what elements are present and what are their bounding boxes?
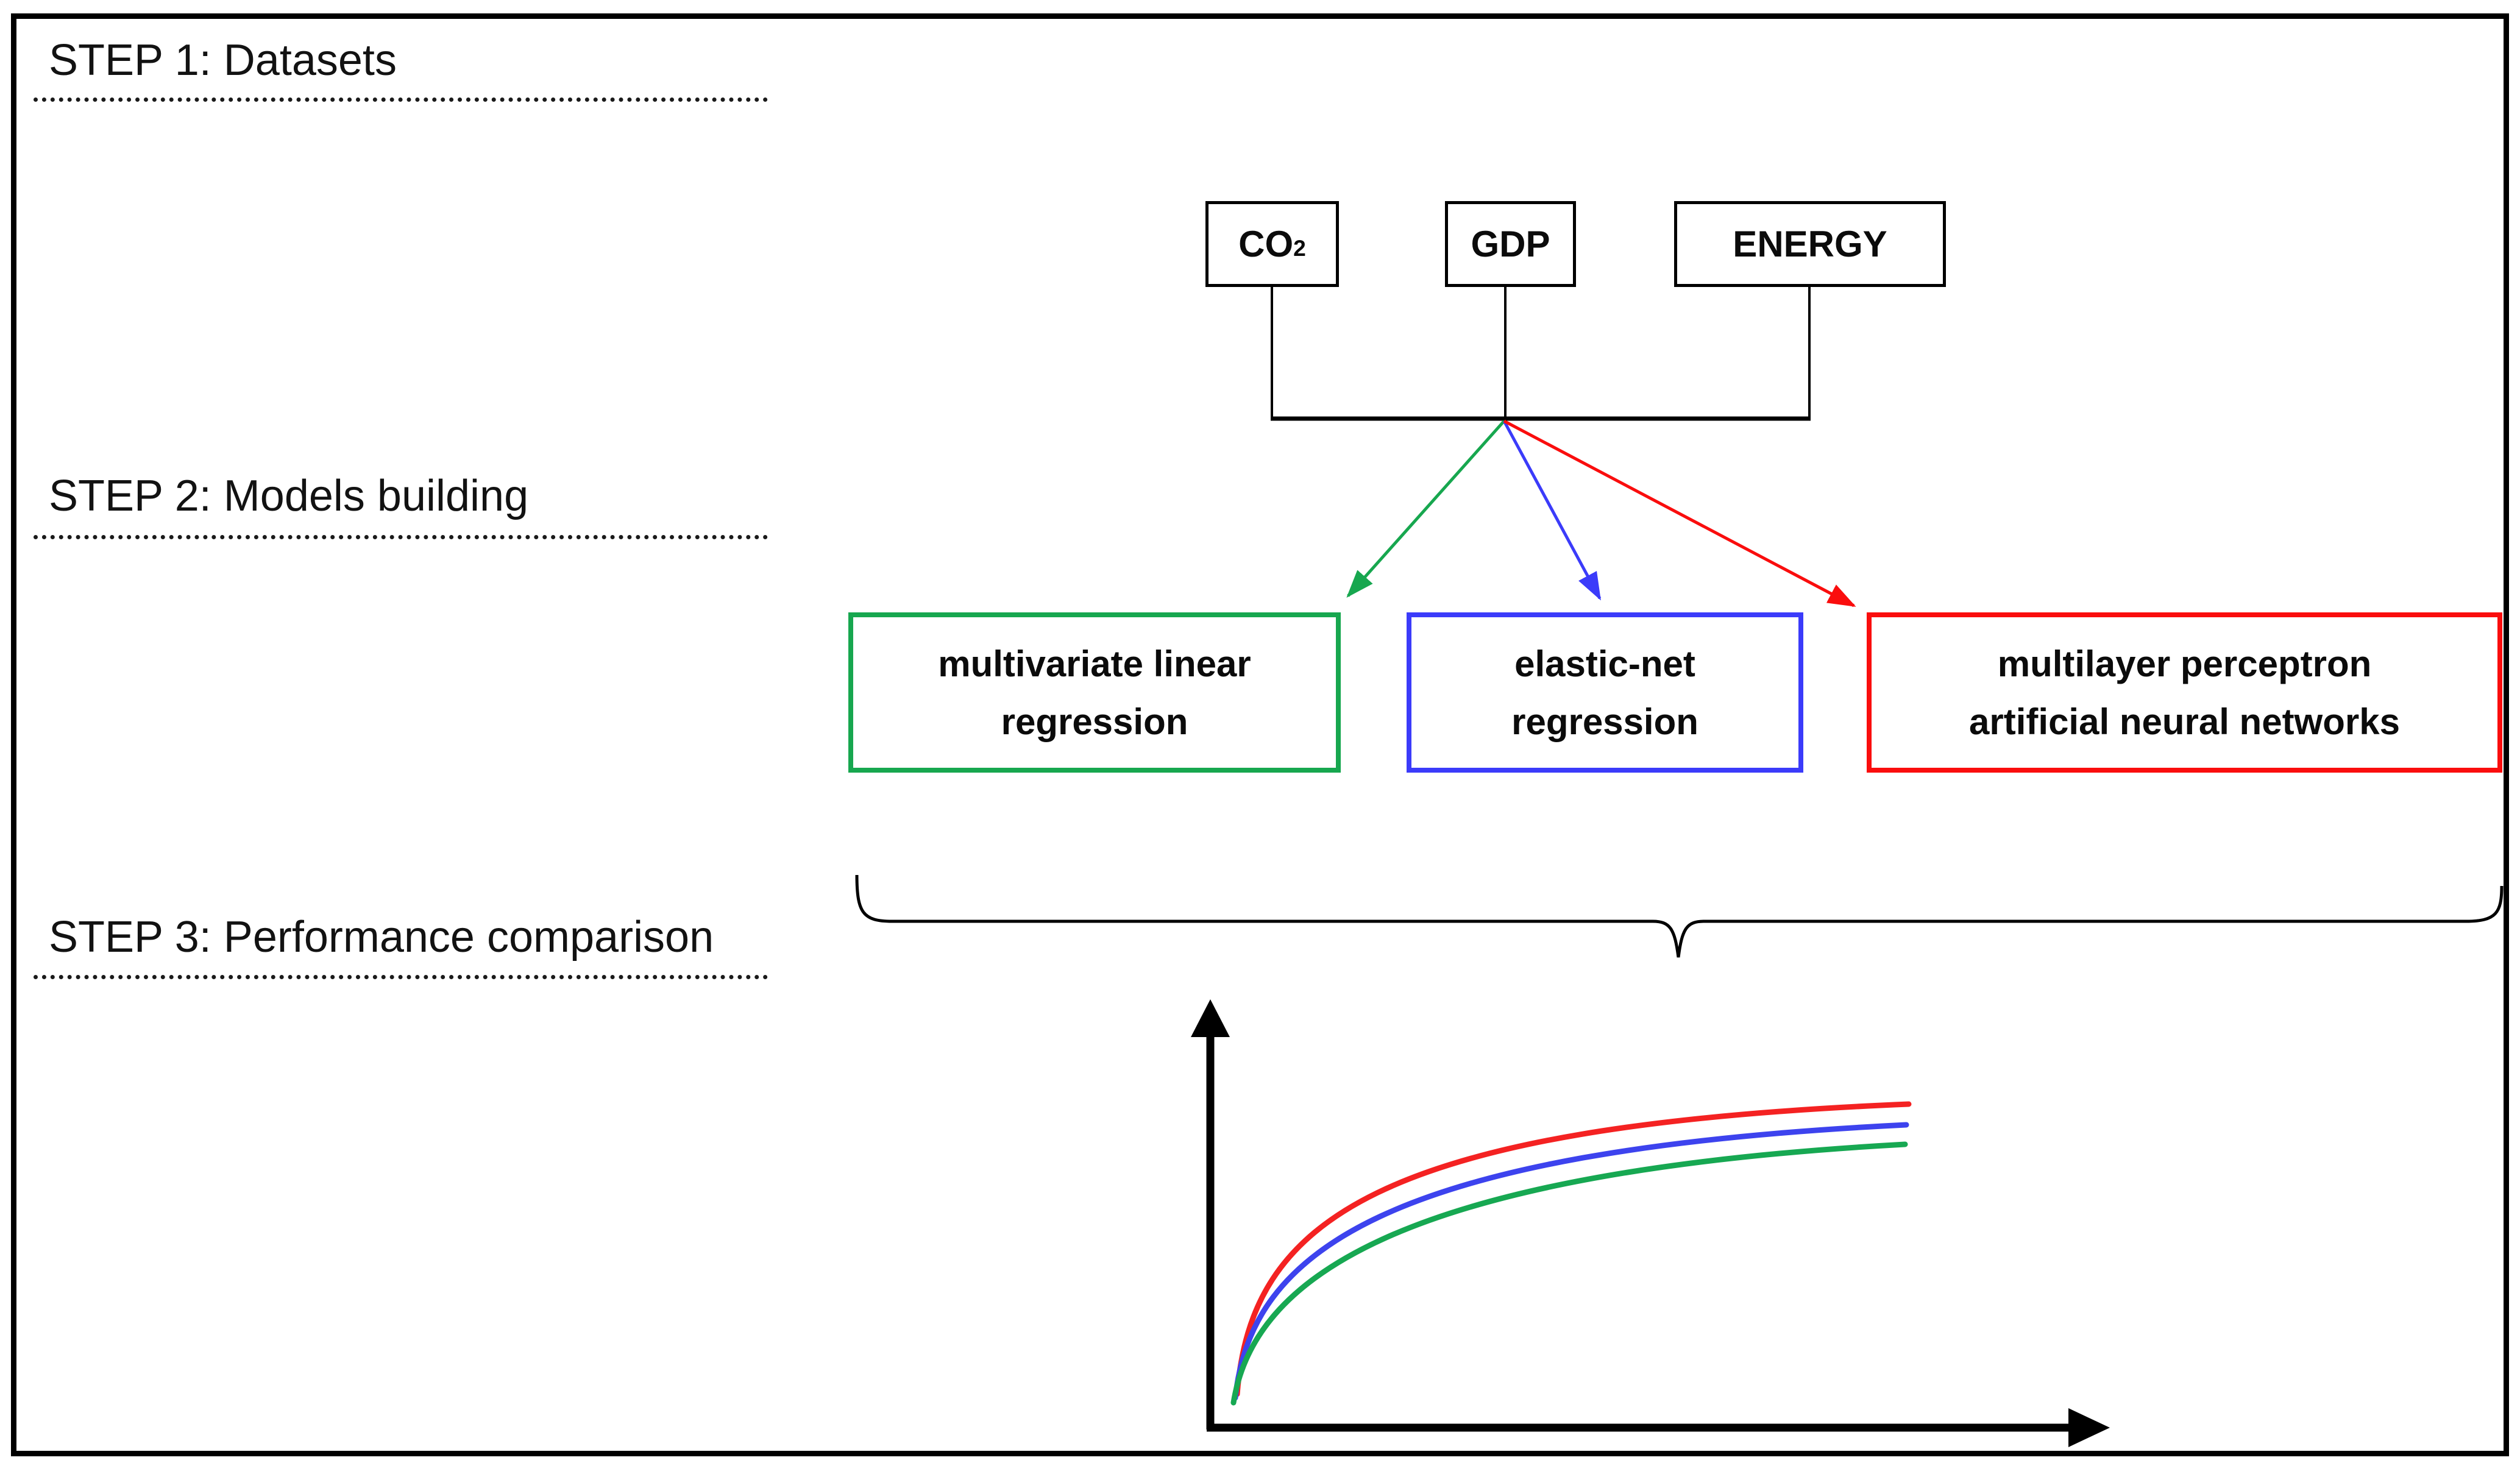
co2-label: CO	[1238, 224, 1294, 264]
mlp-label-line1: multilayer perceptron	[1997, 643, 2372, 684]
arrow-to-mlp	[1503, 419, 1856, 608]
model-box-multilayer-perceptron: multilayer perceptron artificial neural …	[1867, 612, 2502, 773]
curve-blue	[1232, 1122, 1909, 1401]
gdp-label: GDP	[1471, 224, 1550, 264]
x-axis-arrowhead-icon	[2068, 1408, 2110, 1447]
step3-label: STEP 3: Performance comparison	[49, 913, 714, 962]
model-box-elastic-net-regression: elastic-net regression	[1407, 612, 1803, 773]
mlr-label-line2: regression	[1001, 701, 1188, 742]
performance-chart	[1191, 999, 2110, 1447]
step1-label: STEP 1: Datasets	[49, 36, 397, 85]
step1-divider	[34, 97, 768, 102]
brace	[855, 874, 2504, 958]
step2-label: STEP 2: Models building	[49, 472, 529, 520]
energy-label: ENERGY	[1733, 224, 1887, 264]
curve-red	[1234, 1101, 1912, 1397]
curve-green	[1230, 1141, 1908, 1406]
model-box-multivariate-linear-regression: multivariate linear regression	[848, 612, 1341, 773]
mlp-label-line2: artificial neural networks	[1969, 701, 2400, 742]
step2-divider	[34, 535, 768, 539]
y-axis-arrowhead-icon	[1191, 999, 1230, 1037]
enet-label-line1: elastic-net	[1514, 643, 1695, 684]
figure-border	[11, 13, 2509, 1456]
enet-label-line2: regression	[1511, 701, 1698, 742]
dataset-box-energy: ENERGY	[1674, 201, 1946, 287]
arrow-to-enet	[1502, 420, 1602, 601]
arrow-to-mlr	[1346, 420, 1505, 598]
step3-divider	[34, 975, 768, 979]
mlr-label-line1: multivariate linear	[938, 643, 1251, 684]
dataset-box-gdp: GDP	[1445, 201, 1576, 287]
